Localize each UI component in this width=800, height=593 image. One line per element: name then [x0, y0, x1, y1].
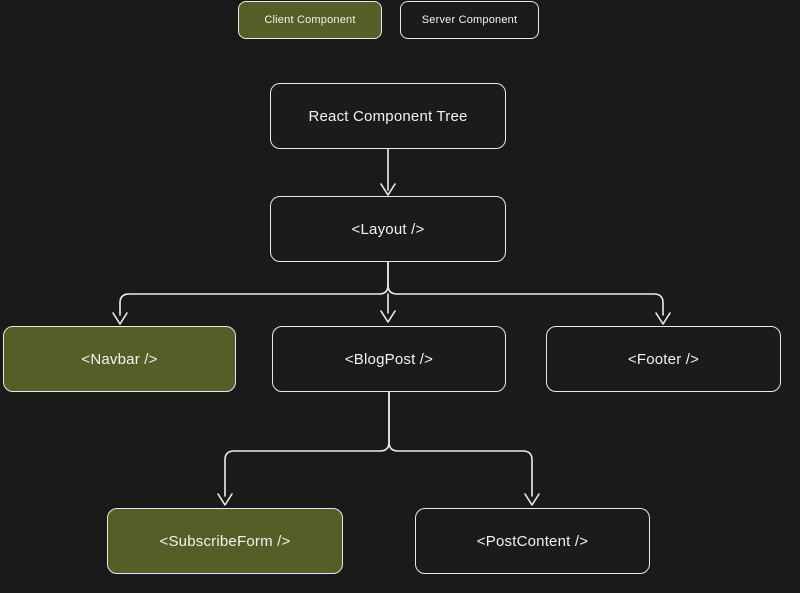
edge-layout-to-blogpost	[380, 293, 396, 323]
edge-layout-to-footer	[387, 261, 671, 325]
node-label: <Footer />	[627, 350, 700, 368]
legend-client-label: Client Component	[264, 14, 356, 26]
node-blogpost: <BlogPost />	[272, 326, 506, 392]
edge-blogpost-to-postcontent	[388, 391, 540, 506]
node-subscribeform: <SubscribeForm />	[107, 508, 343, 574]
edge-blogpost-to-subscribeform	[217, 391, 390, 506]
legend-client-component: Client Component	[238, 1, 382, 39]
node-react-component-tree: React Component Tree	[270, 83, 506, 149]
edge-layout-to-navbar	[112, 261, 389, 325]
node-label: <BlogPost />	[344, 350, 434, 368]
edge-root-to-layout	[380, 148, 396, 196]
legend-server-label: Server Component	[421, 14, 518, 26]
node-layout: <Layout />	[270, 196, 506, 262]
node-navbar: <Navbar />	[3, 326, 236, 392]
node-label: <PostContent />	[476, 532, 589, 550]
node-label: <SubscribeForm />	[159, 532, 291, 550]
node-label: React Component Tree	[308, 107, 468, 125]
node-footer: <Footer />	[546, 326, 781, 392]
legend-server-component: Server Component	[400, 1, 539, 39]
node-label: <Navbar />	[81, 350, 158, 368]
node-postcontent: <PostContent />	[415, 508, 650, 574]
node-label: <Layout />	[351, 220, 425, 238]
